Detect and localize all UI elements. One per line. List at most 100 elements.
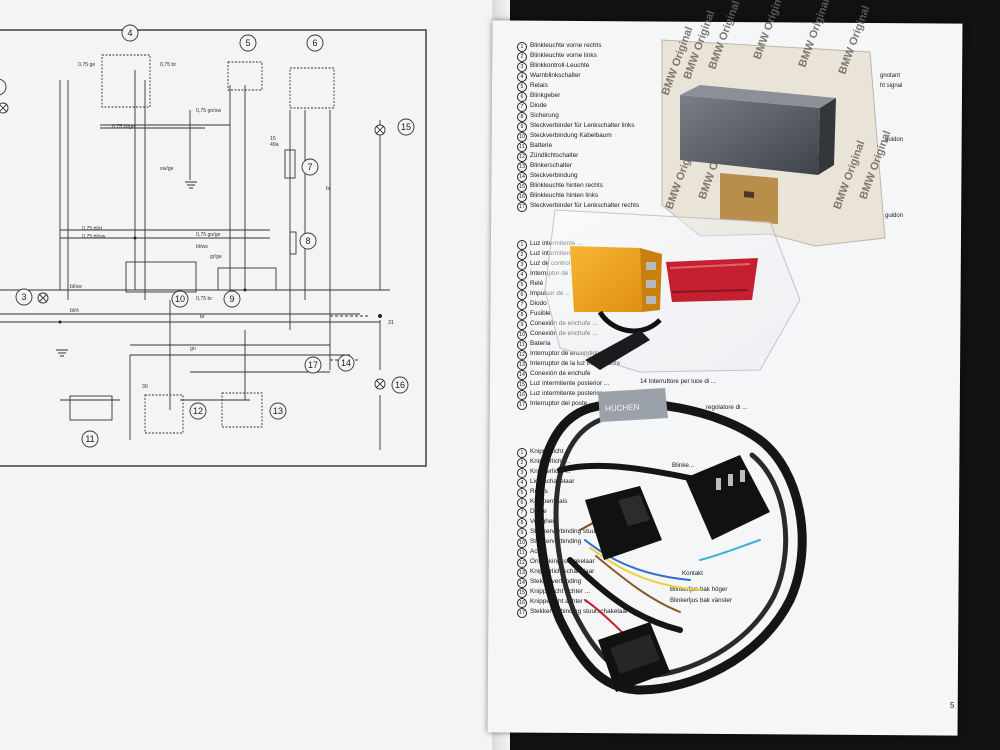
cable-sleeve-label: HÜCHEN [598,388,668,422]
legend-number: 6 [517,498,527,508]
wire-label: 0,75 gn/sw [196,108,221,114]
legend-text: Interruptor del poste ... [530,400,595,407]
legend-text: Batería [530,340,551,347]
legend-text: Knipperrelais [530,498,568,505]
legend-number: 9 [517,122,527,132]
component-number: 14 [341,358,351,368]
legend-text: Diodo [530,300,547,307]
text-fragment: gnotant [880,73,901,79]
text-fragment: guidon [885,213,904,219]
legend-text: Knipperlicht ... [530,458,571,465]
black-connector [598,622,670,692]
legend-text: Interruptor de la luz intermitente [530,360,621,367]
component-number: 8 [305,236,310,246]
text-fragment: Kontakt [682,570,703,577]
legend-text: Diode [530,102,547,109]
legend-number: 3 [517,260,527,270]
legend-number: 12 [517,558,527,568]
legend-number: 9 [517,320,527,330]
wire-label: bl/ws [196,244,208,250]
legend-number: 10 [517,132,527,142]
wire-label: 0,75 br [160,62,176,68]
legend-number: 2 [517,250,527,260]
text-fragment: 14 Interruttore per luce di ... [640,378,717,385]
component-number: 12 [193,406,203,416]
legend-text: Blinkleuchte vorne rechts [530,42,602,49]
legend-text: Knipperlicht achter ... [530,598,591,605]
wiring-harness [534,398,807,695]
component-number-circle [171,290,189,308]
legend-number: 15 [517,588,527,598]
component-number: 1 [0,82,1,92]
legend-text: Zündlichtschalter [530,152,579,159]
legend-number: 16 [517,390,527,400]
wire-label: bl/sw [70,284,82,290]
wire-label: 49a [270,142,279,148]
legend-number: 3 [517,62,527,72]
text-fragment: regolatore di ... [706,404,748,411]
component-number: 3 [21,292,26,302]
legend-number: 17 [517,400,527,410]
legend-number: 17 [517,608,527,618]
legend-number: 13 [517,360,527,370]
component-number: 4 [127,28,132,38]
legend-number: 10 [517,330,527,340]
component-number: 10 [175,294,185,304]
legend-number: 11 [517,548,527,558]
legend-text: Blinkkontroll-Leuchte [530,62,590,69]
legend-number: 10 [517,538,527,548]
component-number-circle [301,158,319,176]
legend-number: 8 [517,112,527,122]
component-number-circle [189,402,207,420]
legend-number: 5 [517,280,527,290]
legend-number: 13 [517,568,527,578]
legend-number: 4 [517,270,527,280]
component-number-circle [121,24,139,42]
wire-label: 31 [388,320,394,326]
component-number: 17 [308,360,318,370]
legend-number: 1 [517,240,527,250]
component-number-circle [397,118,415,136]
wire-label: 0,75 bl/sw [82,234,106,240]
wiring-diagram: 456789101112131415161731 0,75 ge0,75 br0… [0,24,427,467]
legend-text: Conexión de enchufe [530,370,591,377]
legend-text: Stekkerverbinding stuurschakelaar [530,608,629,615]
legend-text: Relé [530,280,544,287]
component-number-circle [304,356,322,374]
wire-label: 0,75 bl/ge [112,124,135,130]
legend-text: Steckverbinder für Lenkschalter rechts [530,202,640,209]
legend-text: Fusible [530,310,551,317]
legend-number: 12 [517,350,527,360]
legend-number: 4 [517,478,527,488]
legend-number: 4 [517,72,527,82]
legend-text: Blinkleuchte vorne links [530,52,597,59]
text-fragment: ht signal [880,83,903,89]
legend-text: Lichtschakelaar [530,478,575,485]
legend-text: Blinkleuchte hinten rechts [530,182,603,189]
black-connector [585,486,662,560]
black-connector [685,455,770,540]
legend-number: 9 [517,528,527,538]
component-number: 9 [229,294,234,304]
legend-number: 6 [517,92,527,102]
legend-text: Luz intermitente posterior ... [530,380,610,387]
